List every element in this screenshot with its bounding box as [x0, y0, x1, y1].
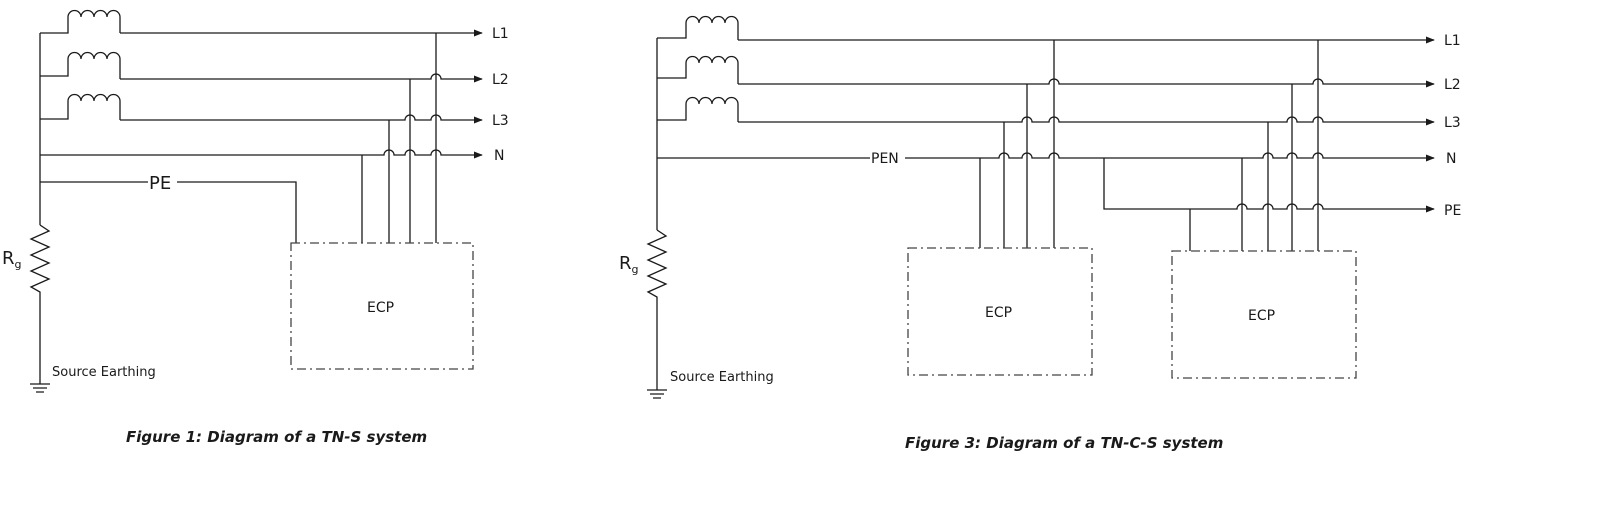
fig3-earth-symbol — [647, 389, 667, 399]
fig3-resistor — [646, 229, 668, 390]
fig1-label-rg: Rg — [2, 248, 22, 271]
fig1-label-l2: L2 — [492, 72, 509, 88]
fig1-ecp-box — [290, 242, 474, 370]
fig1-label-pe: PE — [149, 173, 171, 194]
fig3-label-rg: Rg — [619, 253, 639, 276]
fig3-line-pen — [657, 153, 1434, 158]
fig1-resistor — [29, 224, 51, 384]
fig1-label-n: N — [494, 148, 504, 164]
fig3-label-pe: PE — [1444, 203, 1461, 219]
fig3-label-l3: L3 — [1444, 115, 1461, 131]
fig1-earth-symbol — [30, 383, 50, 393]
fig1-label-l3: L3 — [492, 113, 509, 129]
figure-1-tn-s: L1 L2 L3 N PE Rg Source Earthing ECP Fig… — [2, 9, 509, 446]
fig3-label-source-earthing: Source Earthing — [670, 370, 774, 385]
fig1-label-ecp: ECP — [367, 300, 394, 316]
fig3-label-ecp-1: ECP — [985, 305, 1012, 321]
fig1-label-source-earthing: Source Earthing — [52, 365, 156, 380]
fig3-caption: Figure 3: Diagram of a TN-C-S system — [905, 434, 1223, 452]
fig1-coil-l3 — [40, 93, 121, 120]
fig3-coil-l1 — [657, 15, 739, 40]
fig3-label-l2: L2 — [1444, 77, 1461, 93]
fig3-ecp2-box — [1171, 250, 1357, 379]
fig3-line-l3 — [738, 116, 1435, 126]
fig3-line-pe — [1103, 158, 1435, 213]
fig3-label-ecp-2: ECP — [1248, 308, 1275, 324]
fig3-line-l2 — [738, 78, 1435, 88]
fig1-caption: Figure 1: Diagram of a TN-S system — [126, 428, 427, 446]
fig3-label-n: N — [1446, 151, 1456, 167]
fig3-coil-l2 — [657, 55, 739, 84]
fig1-coil-l1 — [40, 9, 121, 34]
fig3-label-l1: L1 — [1444, 33, 1461, 49]
fig3-ecp1-box — [907, 247, 1093, 376]
fig1-label-l1: L1 — [492, 26, 509, 42]
fig3-coil-l3 — [657, 96, 739, 122]
fig1-coil-l2 — [40, 51, 121, 79]
fig1-line-n — [40, 149, 483, 159]
fig3-label-pen: PEN — [871, 151, 899, 167]
fig1-line-pe — [40, 181, 297, 243]
fig1-line-l3 — [120, 114, 483, 124]
fig1-line-l2 — [120, 73, 483, 83]
figure-3-tn-c-s: L1 L2 L3 N PE PEN Rg Source Earthing ECP… — [619, 15, 1461, 452]
